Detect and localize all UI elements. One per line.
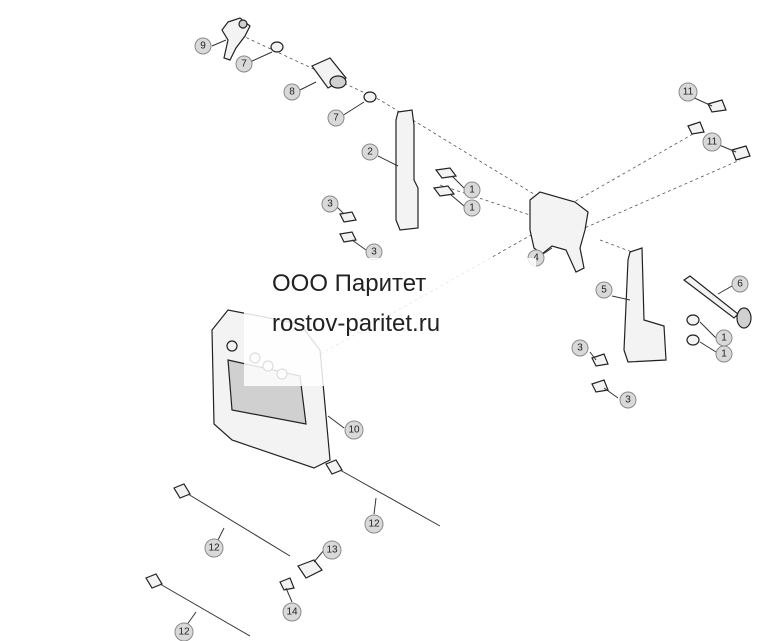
callout-9: 9 xyxy=(194,37,212,55)
svg-text:8: 8 xyxy=(289,87,295,98)
washer-part-upper xyxy=(270,41,284,53)
spacer-part xyxy=(311,57,347,89)
svg-text:6: 6 xyxy=(737,279,743,290)
callout-11: 11 xyxy=(702,132,722,152)
callout-bubbles: 9 7 8 7 2 3 3 1 1 11 11 4 5 6 3 3 1 1 10… xyxy=(174,37,749,641)
handle-part xyxy=(221,17,251,61)
callout-10: 10 xyxy=(344,420,364,440)
bolt-parts-1-left xyxy=(432,167,458,197)
bracket-part-left xyxy=(395,109,419,231)
svg-text:1: 1 xyxy=(721,349,727,360)
callout-1: 1 xyxy=(715,345,733,363)
bolt-parts-11 xyxy=(687,99,751,161)
watermark-website: rostov-paritet.ru xyxy=(272,310,441,337)
callout-1: 1 xyxy=(715,329,733,347)
callout-8: 8 xyxy=(283,83,301,101)
svg-text:3: 3 xyxy=(371,247,377,258)
svg-text:1: 1 xyxy=(469,185,475,196)
callout-3: 3 xyxy=(571,339,589,357)
svg-text:2: 2 xyxy=(367,147,373,158)
svg-text:7: 7 xyxy=(333,113,339,124)
callout-12: 12 xyxy=(204,538,224,558)
svg-text:4: 4 xyxy=(533,253,539,264)
svg-text:3: 3 xyxy=(625,395,631,406)
svg-text:1: 1 xyxy=(721,333,727,344)
callout-12: 12 xyxy=(174,622,194,641)
callout-6: 6 xyxy=(731,275,749,293)
svg-text:13: 13 xyxy=(326,545,338,556)
clip-part xyxy=(297,559,323,579)
callout-1: 1 xyxy=(463,199,481,217)
callout-3: 3 xyxy=(619,391,637,409)
callout-2: 2 xyxy=(361,143,379,161)
callout-3: 3 xyxy=(321,195,339,213)
svg-text:12: 12 xyxy=(208,543,220,554)
screw-part xyxy=(279,577,295,591)
svg-text:14: 14 xyxy=(286,607,298,618)
long-bolt-part xyxy=(682,275,752,329)
svg-text:12: 12 xyxy=(368,519,380,530)
svg-text:1: 1 xyxy=(469,203,475,214)
svg-text:12: 12 xyxy=(178,627,190,638)
mounting-plate-part xyxy=(529,191,589,273)
callout-14: 14 xyxy=(282,602,302,622)
svg-text:10: 10 xyxy=(348,425,360,436)
svg-text:7: 7 xyxy=(241,59,247,70)
bolt-parts-right xyxy=(591,314,700,393)
watermark-company-name: ООО Паритет xyxy=(272,270,427,297)
callout-5: 5 xyxy=(595,281,613,299)
callout-11: 11 xyxy=(678,82,698,102)
callout-1: 1 xyxy=(463,181,481,199)
svg-text:3: 3 xyxy=(327,199,333,210)
svg-text:5: 5 xyxy=(601,285,607,296)
callout-12: 12 xyxy=(364,514,384,534)
watermark-box xyxy=(244,258,536,386)
svg-text:11: 11 xyxy=(683,87,694,98)
bracket-part-right xyxy=(623,247,667,363)
svg-text:9: 9 xyxy=(200,41,206,52)
callout-13: 13 xyxy=(322,540,342,560)
svg-text:3: 3 xyxy=(577,343,583,354)
callout-7: 7 xyxy=(235,55,253,73)
callout-7: 7 xyxy=(327,109,345,127)
cable-tie-parts xyxy=(145,459,441,637)
washer-part-lower xyxy=(363,91,377,103)
svg-text:11: 11 xyxy=(707,137,718,148)
bolt-parts-3-left xyxy=(339,211,357,243)
